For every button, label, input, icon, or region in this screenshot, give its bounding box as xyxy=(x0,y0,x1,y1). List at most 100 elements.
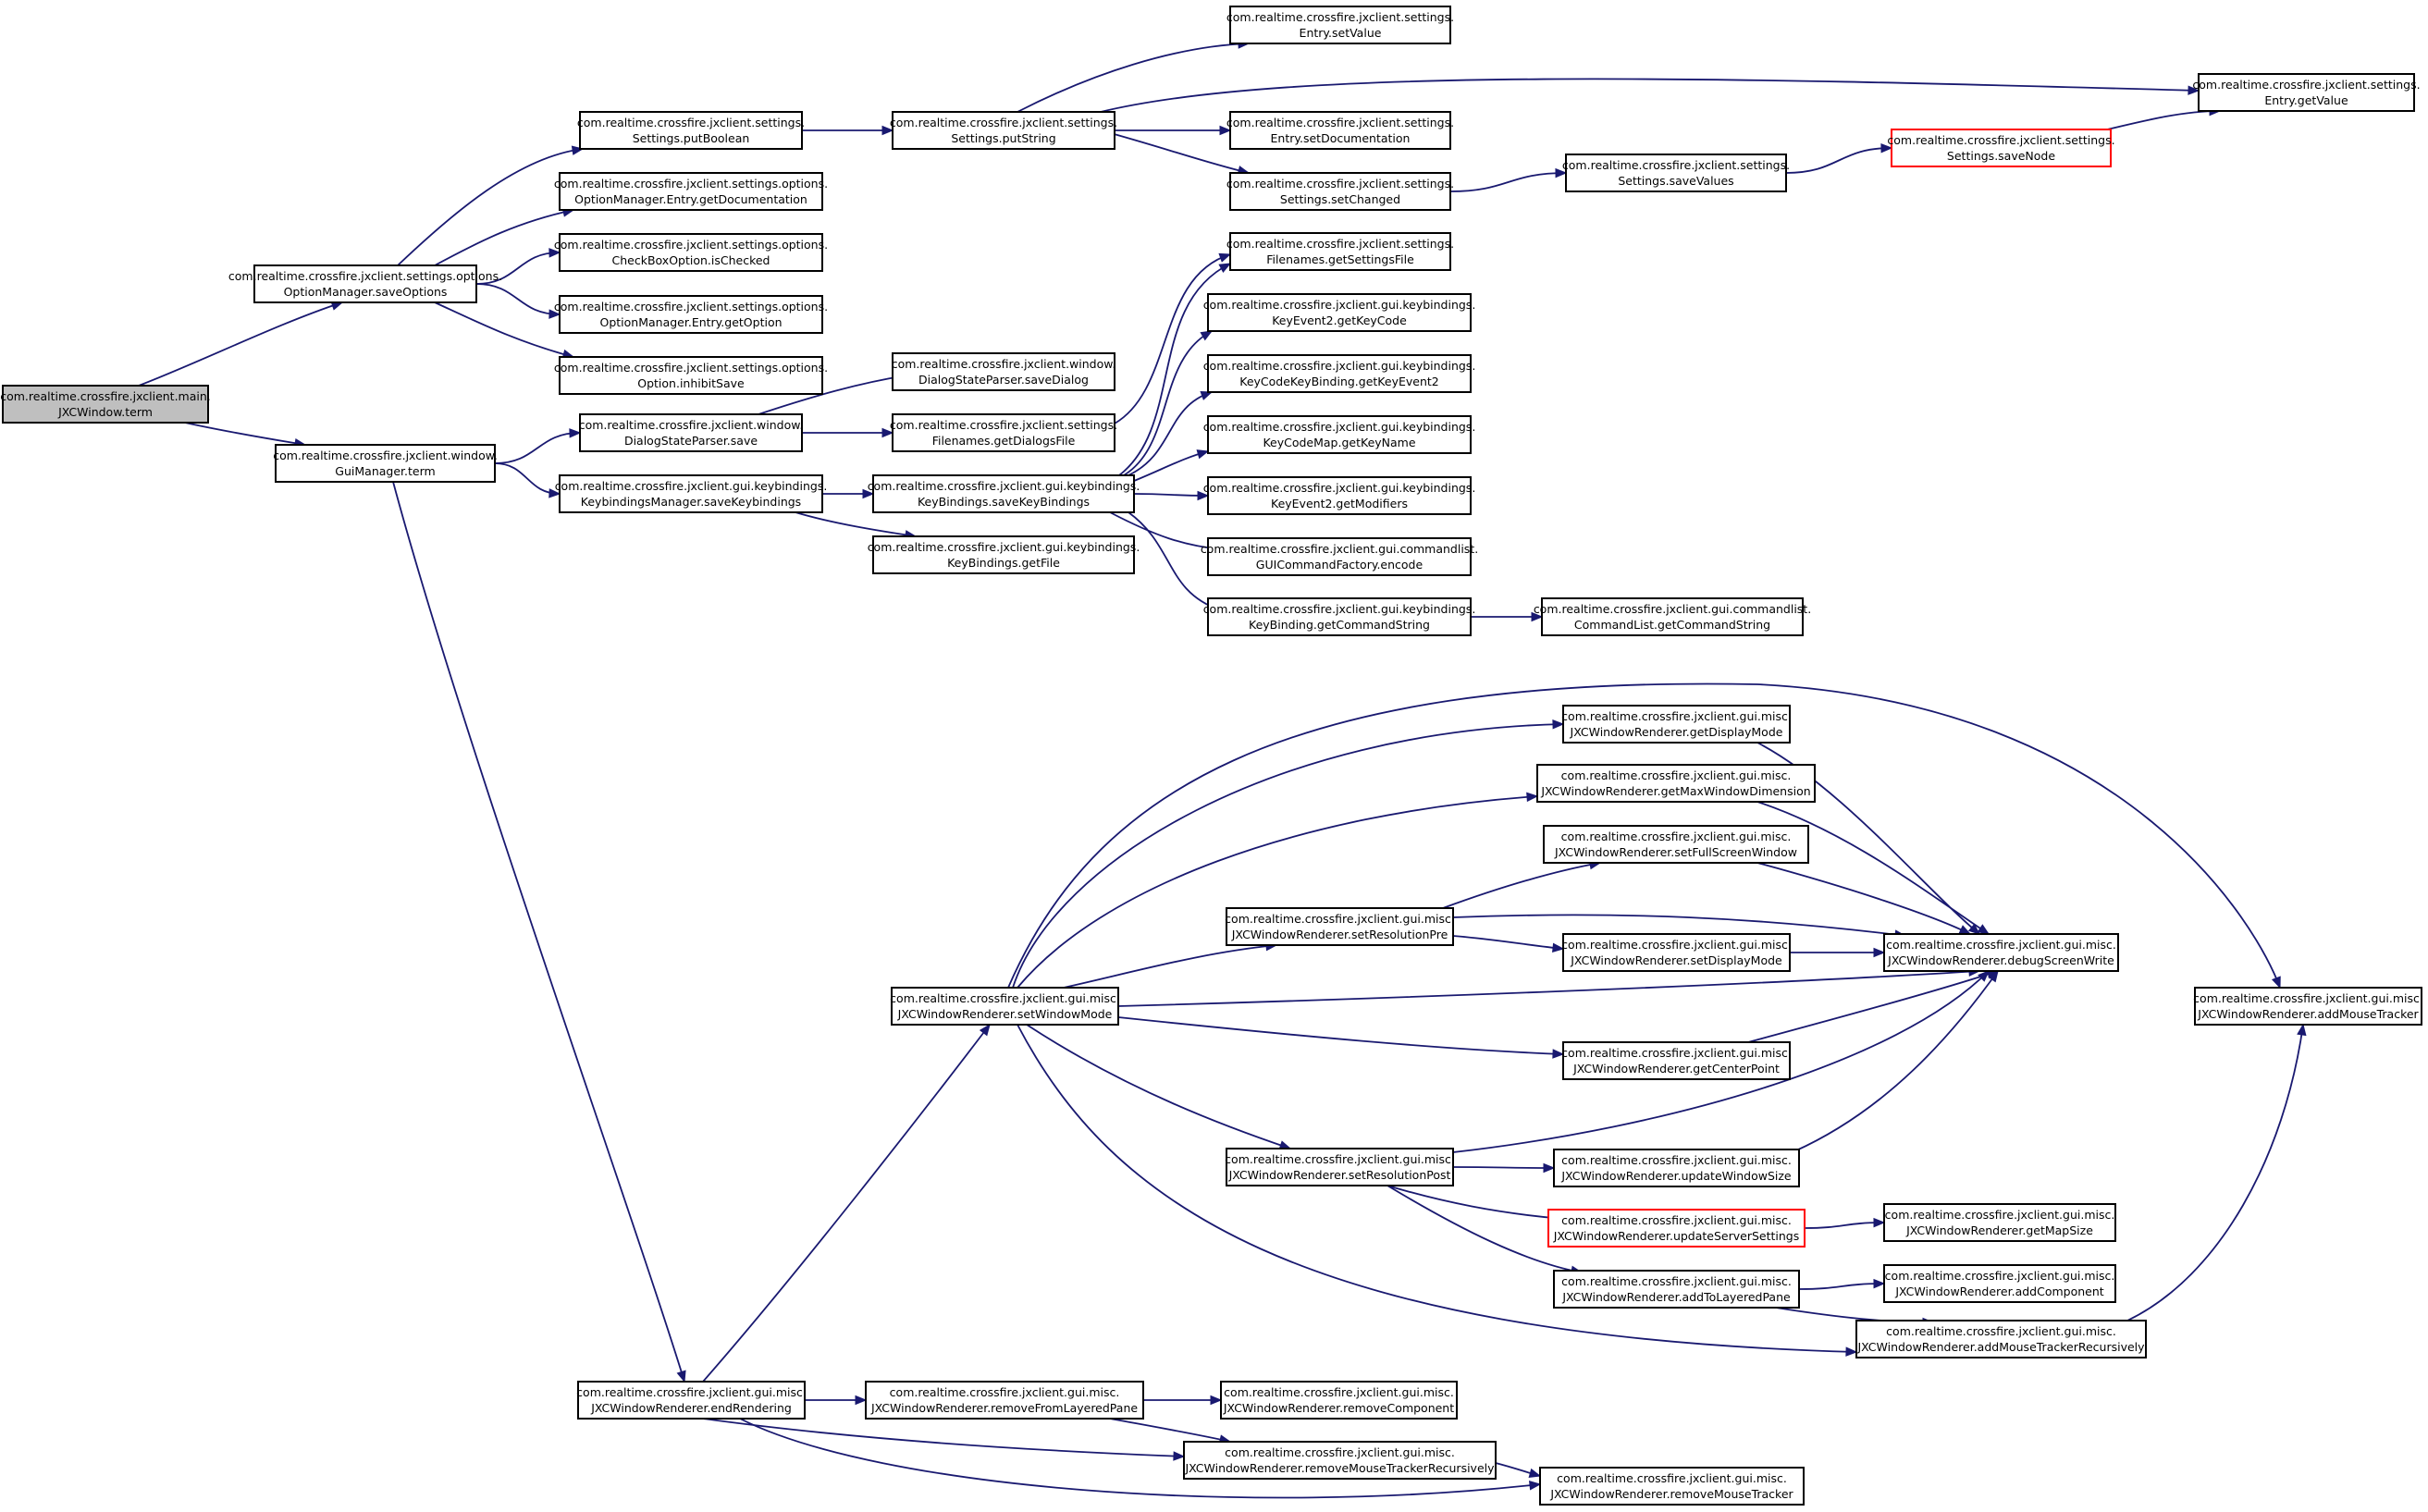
node-getMapSize[interactable]: com.realtime.crossfire.jxclient.gui.misc… xyxy=(1883,1203,2116,1242)
node-box-guiTerm[interactable] xyxy=(275,444,496,483)
node-box-getDialogsFile[interactable] xyxy=(892,413,1115,452)
node-box-getValue[interactable] xyxy=(2198,73,2415,112)
node-getKeyName[interactable]: com.realtime.crossfire.jxclient.gui.keyb… xyxy=(1203,415,1476,454)
node-addComponent[interactable]: com.realtime.crossfire.jxclient.gui.misc… xyxy=(1883,1264,2116,1303)
node-box-dspSave[interactable] xyxy=(579,413,803,452)
node-box-removeMouseTracker[interactable] xyxy=(1539,1467,1805,1506)
node-box-putString[interactable] xyxy=(892,111,1115,150)
node-box-getCenterPoint[interactable] xyxy=(1562,1041,1791,1080)
node-getKeyEvent2[interactable]: com.realtime.crossfire.jxclient.gui.keyb… xyxy=(1203,354,1476,393)
node-isChecked[interactable]: com.realtime.crossfire.jxclient.settings… xyxy=(554,233,828,272)
node-endRendering[interactable]: com.realtime.crossfire.jxclient.gui.misc… xyxy=(576,1381,807,1420)
node-box-getFile[interactable] xyxy=(872,535,1135,574)
node-saveOptions[interactable]: com.realtime.crossfire.jxclient.settings… xyxy=(228,264,502,303)
node-removeComponent[interactable]: com.realtime.crossfire.jxclient.gui.misc… xyxy=(1220,1381,1458,1420)
node-dspSave[interactable]: com.realtime.crossfire.jxclient.window.D… xyxy=(579,413,804,452)
node-removeFromLayeredPane[interactable]: com.realtime.crossfire.jxclient.gui.misc… xyxy=(865,1381,1144,1420)
node-saveNode[interactable]: com.realtime.crossfire.jxclient.settings… xyxy=(1887,129,2115,167)
node-getFile[interactable]: com.realtime.crossfire.jxclient.gui.keyb… xyxy=(868,535,1140,574)
node-box-addMouseTracker[interactable] xyxy=(2194,987,2422,1026)
node-box-updateServerSettings[interactable] xyxy=(1547,1209,1806,1248)
node-box-saveValues[interactable] xyxy=(1565,154,1787,192)
node-box-removeMouseTrackerRecursively[interactable] xyxy=(1183,1441,1497,1480)
node-encode[interactable]: com.realtime.crossfire.jxclient.gui.comm… xyxy=(1201,537,1478,576)
node-getSettingsFile[interactable]: com.realtime.crossfire.jxclient.settings… xyxy=(1226,232,1454,271)
node-setFullScreenWindow[interactable]: com.realtime.crossfire.jxclient.gui.misc… xyxy=(1543,825,1809,864)
node-guiTerm[interactable]: com.realtime.crossfire.jxclient.window.G… xyxy=(273,444,498,483)
node-box-getKeyName[interactable] xyxy=(1207,415,1472,454)
node-root[interactable]: com.realtime.crossfire.jxclient.main.JXC… xyxy=(0,385,211,424)
node-box-getMapSize[interactable] xyxy=(1883,1203,2116,1242)
node-box-setFullScreenWindow[interactable] xyxy=(1543,825,1809,864)
node-addMouseTracker[interactable]: com.realtime.crossfire.jxclient.gui.misc… xyxy=(2193,987,2423,1026)
node-addMouseTrackerRecursively[interactable]: com.realtime.crossfire.jxclient.gui.misc… xyxy=(1855,1320,2147,1358)
node-box-getDocumentationOM[interactable] xyxy=(559,172,823,211)
node-box-kbSaveKeyBindings[interactable] xyxy=(872,474,1135,513)
node-clGetCommandString[interactable]: com.realtime.crossfire.jxclient.gui.comm… xyxy=(1534,597,1811,636)
node-box-putBoolean[interactable] xyxy=(579,111,803,150)
node-setResolutionPost[interactable]: com.realtime.crossfire.jxclient.gui.misc… xyxy=(1225,1148,1455,1186)
node-box-getSettingsFile[interactable] xyxy=(1229,232,1451,271)
node-getKeyCode[interactable]: com.realtime.crossfire.jxclient.gui.keyb… xyxy=(1203,293,1476,332)
node-box-encode[interactable] xyxy=(1207,537,1472,576)
node-box-updateWindowSize[interactable] xyxy=(1553,1149,1800,1187)
node-setValue[interactable]: com.realtime.crossfire.jxclient.settings… xyxy=(1226,6,1454,44)
node-debugScreenWrite[interactable]: com.realtime.crossfire.jxclient.gui.misc… xyxy=(1883,933,2119,972)
node-kbGetCommandString[interactable]: com.realtime.crossfire.jxclient.gui.keyb… xyxy=(1203,597,1476,636)
node-box-setResolutionPre[interactable] xyxy=(1226,907,1454,946)
node-box-getDisplayMode[interactable] xyxy=(1562,705,1791,744)
node-updateServerSettings[interactable]: com.realtime.crossfire.jxclient.gui.misc… xyxy=(1547,1209,1806,1248)
node-getDisplayMode[interactable]: com.realtime.crossfire.jxclient.gui.misc… xyxy=(1561,705,1792,744)
node-box-setChanged[interactable] xyxy=(1229,172,1451,211)
node-box-debugScreenWrite[interactable] xyxy=(1883,933,2119,972)
node-getDocumentationOM[interactable]: com.realtime.crossfire.jxclient.settings… xyxy=(554,172,828,211)
node-getDialogsFile[interactable]: com.realtime.crossfire.jxclient.settings… xyxy=(890,413,1117,452)
node-box-root[interactable] xyxy=(2,385,209,424)
node-removeMouseTrackerRecursively[interactable]: com.realtime.crossfire.jxclient.gui.misc… xyxy=(1183,1441,1497,1480)
node-putString[interactable]: com.realtime.crossfire.jxclient.settings… xyxy=(890,111,1117,150)
node-box-removeFromLayeredPane[interactable] xyxy=(865,1381,1144,1420)
node-box-inhibitSave[interactable] xyxy=(559,356,823,395)
node-box-addMouseTrackerRecursively[interactable] xyxy=(1855,1320,2147,1358)
node-box-isChecked[interactable] xyxy=(559,233,823,272)
node-box-removeComponent[interactable] xyxy=(1220,1381,1458,1420)
node-kbSaveKeyBindings[interactable]: com.realtime.crossfire.jxclient.gui.keyb… xyxy=(868,474,1140,513)
node-box-setDocumentation[interactable] xyxy=(1229,111,1451,150)
node-box-addToLayeredPane[interactable] xyxy=(1553,1270,1800,1309)
node-box-addComponent[interactable] xyxy=(1883,1264,2116,1303)
node-getMaxWindowDimension[interactable]: com.realtime.crossfire.jxclient.gui.misc… xyxy=(1536,764,1816,803)
node-box-setResolutionPost[interactable] xyxy=(1226,1148,1454,1186)
node-getOption[interactable]: com.realtime.crossfire.jxclient.settings… xyxy=(554,295,828,334)
node-saveDialog[interactable]: com.realtime.crossfire.jxclient.window.D… xyxy=(892,352,1116,391)
node-getCenterPoint[interactable]: com.realtime.crossfire.jxclient.gui.misc… xyxy=(1561,1041,1792,1080)
node-box-getOption[interactable] xyxy=(559,295,823,334)
node-box-endRendering[interactable] xyxy=(577,1381,806,1420)
node-box-getModifiers[interactable] xyxy=(1207,476,1472,515)
node-box-saveDialog[interactable] xyxy=(892,352,1115,391)
node-box-saveOptions[interactable] xyxy=(253,264,477,303)
node-setDisplayMode[interactable]: com.realtime.crossfire.jxclient.gui.misc… xyxy=(1561,933,1792,972)
node-box-clGetCommandString[interactable] xyxy=(1541,597,1804,636)
node-inhibitSave[interactable]: com.realtime.crossfire.jxclient.settings… xyxy=(554,356,828,395)
node-setChanged[interactable]: com.realtime.crossfire.jxclient.settings… xyxy=(1226,172,1454,211)
node-box-getKeyEvent2[interactable] xyxy=(1207,354,1472,393)
node-box-getMaxWindowDimension[interactable] xyxy=(1536,764,1816,803)
node-box-kmSaveKeybindings[interactable] xyxy=(559,474,823,513)
node-getModifiers[interactable]: com.realtime.crossfire.jxclient.gui.keyb… xyxy=(1203,476,1476,515)
node-addToLayeredPane[interactable]: com.realtime.crossfire.jxclient.gui.misc… xyxy=(1553,1270,1800,1309)
node-updateWindowSize[interactable]: com.realtime.crossfire.jxclient.gui.misc… xyxy=(1553,1149,1800,1187)
node-setDocumentation[interactable]: com.realtime.crossfire.jxclient.settings… xyxy=(1226,111,1454,150)
node-box-kbGetCommandString[interactable] xyxy=(1207,597,1472,636)
node-putBoolean[interactable]: com.realtime.crossfire.jxclient.settings… xyxy=(577,111,805,150)
node-setResolutionPre[interactable]: com.realtime.crossfire.jxclient.gui.misc… xyxy=(1225,907,1455,946)
node-getValue[interactable]: com.realtime.crossfire.jxclient.settings… xyxy=(2192,73,2421,112)
node-saveValues[interactable]: com.realtime.crossfire.jxclient.settings… xyxy=(1562,154,1790,192)
node-kmSaveKeybindings[interactable]: com.realtime.crossfire.jxclient.gui.keyb… xyxy=(555,474,828,513)
node-box-setDisplayMode[interactable] xyxy=(1562,933,1791,972)
node-removeMouseTracker[interactable]: com.realtime.crossfire.jxclient.gui.misc… xyxy=(1539,1467,1805,1506)
node-box-saveNode[interactable] xyxy=(1891,129,2112,167)
node-box-setWindowMode[interactable] xyxy=(891,987,1119,1026)
node-setWindowMode[interactable]: com.realtime.crossfire.jxclient.gui.misc… xyxy=(890,987,1120,1026)
node-box-setValue[interactable] xyxy=(1229,6,1451,44)
node-box-getKeyCode[interactable] xyxy=(1207,293,1472,332)
